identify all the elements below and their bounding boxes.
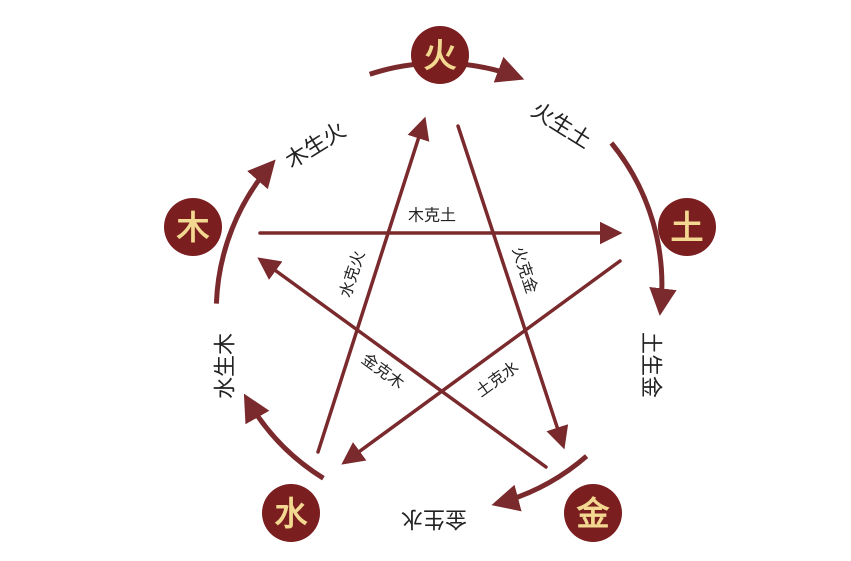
node-earth-circle: [658, 198, 716, 256]
arrow-earth-to-water: [341, 259, 622, 465]
node-wood-label: 木: [176, 208, 210, 247]
label-metal-overcomes-wood: 金克木: [358, 349, 408, 393]
node-wood: 木: [164, 198, 222, 256]
node-fire-circle: [411, 26, 469, 84]
arrow-fire-to-metal: [456, 124, 569, 450]
label-wood-generates-fire: 木生火: [281, 118, 350, 174]
node-earth: 土: [658, 198, 716, 256]
arrow-metal-to-wood: [257, 257, 548, 469]
node-metal-label: 金: [576, 494, 611, 533]
node-fire-label: 火: [424, 36, 457, 75]
generating-cycle-arrows: [213, 56, 677, 512]
arc-metal-to-water: [491, 454, 589, 512]
node-water-label: 水: [275, 494, 309, 533]
node-wood-circle: [164, 198, 222, 256]
node-metal-circle: [564, 484, 622, 542]
label-wood-overcomes-earth: 木克土: [408, 206, 456, 225]
node-fire: 火: [411, 26, 469, 84]
label-water-overcomes-fire: 水克火: [336, 248, 369, 300]
label-metal-generates-water: 金生水: [401, 506, 467, 531]
node-water-circle: [262, 484, 320, 542]
arrow-water-to-fire: [316, 116, 430, 454]
label-water-generates-wood: 水生木: [214, 333, 239, 399]
arc-wood-to-fire: [213, 159, 276, 304]
label-fire-generates-earth: 火生土: [526, 98, 595, 154]
node-earth-label: 土: [671, 208, 704, 247]
label-fire-overcomes-metal: 火克金: [509, 244, 542, 296]
label-earth-generates-metal: 土生金: [638, 332, 663, 398]
overcoming-star-arrows: [257, 116, 623, 469]
arc-water-to-wood: [243, 393, 325, 481]
arc-earth-to-metal: [609, 141, 677, 316]
node-water: 水: [262, 484, 320, 542]
node-metal: 金: [564, 484, 622, 542]
